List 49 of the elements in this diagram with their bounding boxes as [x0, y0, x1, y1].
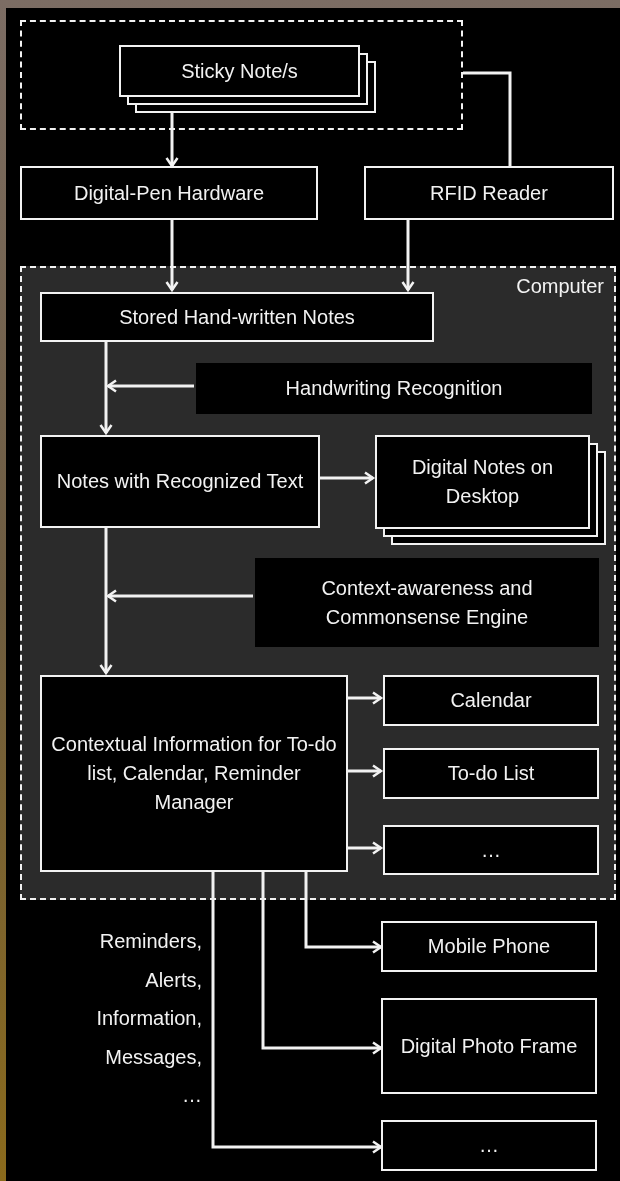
- arrow: [165, 111, 179, 168]
- arrow: [261, 870, 383, 1055]
- arrow: [318, 471, 375, 485]
- process-box: [381, 1120, 597, 1171]
- node-text: Context-awareness and Commonsense Engine: [320, 575, 534, 630]
- arrow: [304, 870, 383, 954]
- node-text: Contextual Information for To-do list, Calendar, Reminder Manager: [50, 732, 338, 815]
- arrow: [106, 589, 253, 603]
- node-text: Notes with Recognized Text: [56, 469, 304, 494]
- dashed-group-box: [20, 20, 463, 130]
- node-text: Digital Photo Frame: [400, 1033, 578, 1059]
- node-text: Stored Hand-written Notes: [119, 304, 355, 330]
- arrow: [211, 870, 383, 1154]
- process-box: [383, 675, 599, 726]
- process-box: [383, 825, 599, 875]
- node-text: Sticky Note/s: [181, 58, 298, 84]
- computer-group-box: [20, 266, 616, 900]
- node-text: Digital Notes on Desktop: [410, 455, 555, 509]
- group-title: Computer: [516, 274, 604, 299]
- process-box: [364, 166, 614, 220]
- node-text: Digital-Pen Hardware: [73, 180, 265, 206]
- process-label-box: [196, 363, 592, 414]
- process-box: [40, 292, 434, 342]
- stacked-note-cards: [375, 435, 606, 545]
- node-text: Calendar: [450, 688, 532, 713]
- process-label-box: [255, 558, 599, 647]
- node-text: …: [481, 837, 501, 863]
- arrow: [346, 764, 383, 778]
- arrow: [346, 841, 383, 855]
- arrow: [106, 379, 194, 393]
- node-text: To-do List: [447, 761, 535, 786]
- process-box: [40, 675, 348, 872]
- arrow: [165, 220, 179, 292]
- process-box: [383, 748, 599, 799]
- output-types-text: Reminders, Alerts, Information, Messages, …: [95, 929, 202, 1108]
- process-box: [40, 435, 320, 528]
- node-text: Mobile Phone: [427, 934, 551, 959]
- arrow: [401, 220, 415, 292]
- process-box: [20, 166, 318, 220]
- process-box: [381, 998, 597, 1094]
- stacked-note-cards: [119, 45, 376, 113]
- arrow: [99, 340, 113, 435]
- node-text: Handwriting Recognition: [285, 376, 503, 401]
- node-text: …: [479, 1133, 499, 1158]
- node-text: RFID Reader: [430, 180, 548, 206]
- arrow: [99, 526, 113, 675]
- arrow: [346, 691, 383, 705]
- connector-line: [463, 71, 512, 166]
- process-box: [381, 921, 597, 972]
